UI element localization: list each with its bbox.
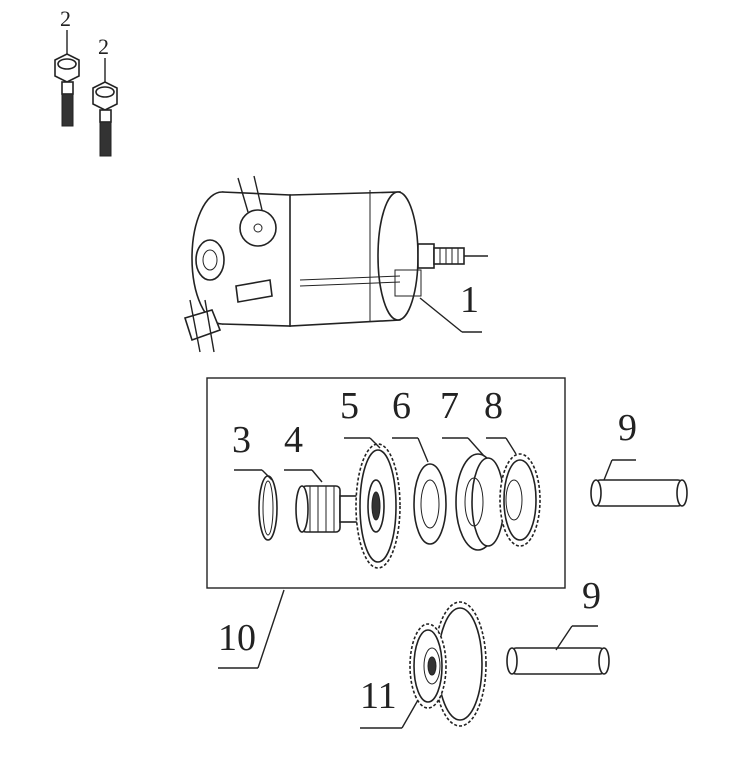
bolt-b	[92, 58, 118, 157]
callout-pinion: 4	[284, 419, 303, 461]
shaft-lower	[506, 625, 610, 675]
callout-bolt-a: 2	[60, 6, 71, 31]
clutch	[442, 437, 505, 551]
idler-gear	[344, 437, 401, 569]
reduction-gear	[360, 601, 487, 729]
snap-ring	[234, 469, 278, 541]
callout-motor: 1	[460, 279, 479, 321]
callout-idler-gear: 5	[340, 385, 359, 427]
pinion-gear	[284, 469, 359, 533]
callout-gear-8: 8	[484, 385, 503, 427]
callout-reduction-gear: 11	[360, 675, 397, 717]
callout-washer: 6	[392, 385, 411, 427]
callout-snap-ring: 3	[232, 419, 251, 461]
washer	[392, 437, 447, 545]
callout-assembly: 10	[218, 617, 256, 659]
starter-motor	[183, 175, 488, 353]
bolt-a	[54, 30, 80, 127]
callout-shaft-upper: 9	[618, 407, 637, 449]
callout-bolt-b: 2	[98, 34, 109, 59]
gear-8	[486, 437, 541, 547]
callout-clutch: 7	[440, 385, 459, 427]
assembly-frame	[206, 377, 566, 589]
shaft-upper	[590, 459, 688, 507]
callout-shaft-lower: 9	[582, 575, 601, 617]
